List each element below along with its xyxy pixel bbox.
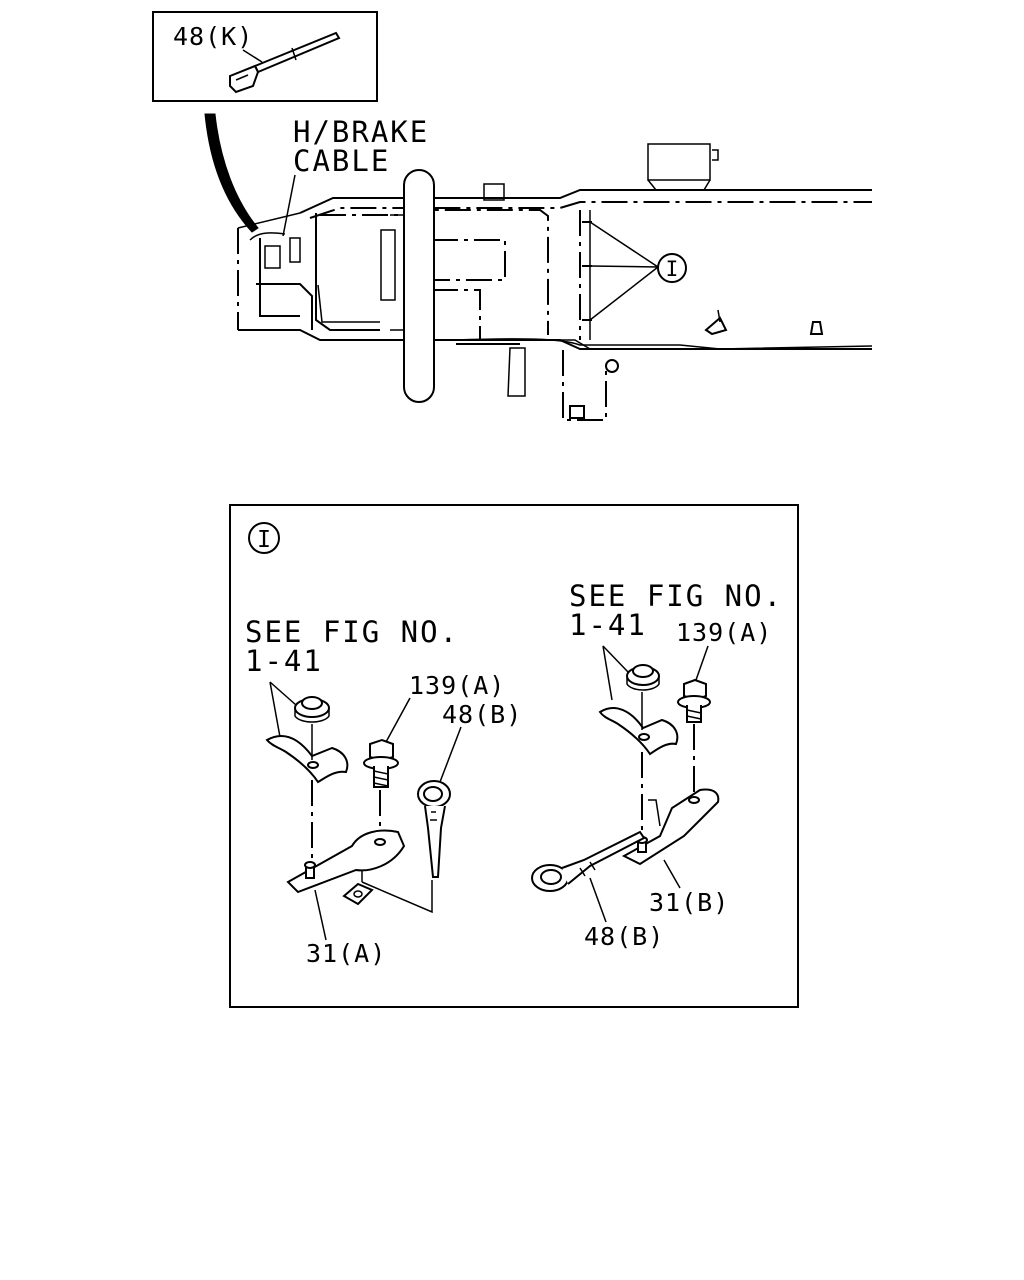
cable-tie-icon (417, 780, 451, 878)
right-bolt-label: 139(A) (676, 618, 772, 647)
cable-tie-icon (229, 31, 341, 94)
right-see-fig-line1: SEE FIG NO. (569, 579, 783, 613)
detail-marker-main: I (666, 257, 679, 281)
cable-tie-icon (531, 830, 646, 892)
nut-icon (626, 664, 660, 691)
right-bracket-label: 31(B) (649, 888, 729, 917)
circled-letter-icon (248, 522, 280, 554)
inset-part-label: 48(K) (173, 22, 253, 51)
cable-callout-line2: CABLE (293, 144, 390, 178)
clip-icon (598, 707, 679, 756)
chassis-frame: I (237, 143, 873, 421)
nut-icon (294, 696, 330, 723)
left-see-fig-line2: 1-41 (245, 644, 323, 678)
right-bracket (621, 788, 720, 866)
right-tie-label: 48(B) (584, 922, 664, 951)
detail-box: I SEE FIG NO. 1-41 139(A) 48(B) (229, 504, 799, 1008)
left-bracket-label: 31(A) (306, 939, 386, 968)
detail-marker: I (257, 527, 271, 553)
cable-callout-line1: H/BRAKE (293, 115, 429, 149)
left-bracket (286, 829, 433, 914)
clip-icon (265, 735, 349, 784)
flange-bolt-icon (677, 678, 711, 723)
inset-box: 48(K) (152, 11, 378, 102)
left-see-fig-line1: SEE FIG NO. (245, 615, 459, 649)
right-see-fig-line2: 1-41 (569, 608, 647, 642)
flange-bolt-icon (363, 738, 399, 788)
left-bolt-label: 139(A) (409, 671, 505, 700)
left-tie-label: 48(B) (442, 700, 522, 729)
cable-callout-leader (282, 174, 296, 237)
inset-leader (204, 113, 259, 233)
